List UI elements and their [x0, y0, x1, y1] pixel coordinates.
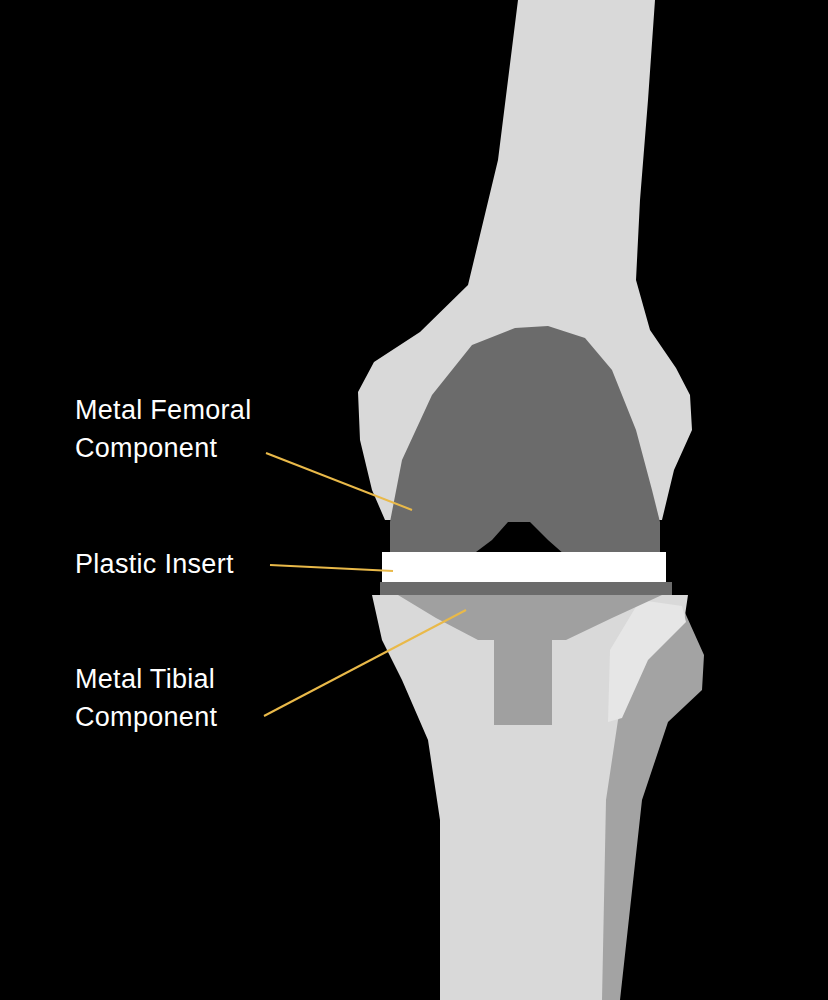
leader-line [266, 453, 412, 510]
fibula-overlap [608, 600, 686, 722]
part-label: Metal Femoral Component [75, 391, 300, 467]
part-label: Plastic Insert [75, 545, 300, 583]
leader-line [270, 565, 393, 571]
tibia-bone [372, 595, 688, 1000]
leader-line [264, 610, 466, 716]
part-label: Metal Tibial Component [75, 660, 300, 736]
tibial-plate [380, 582, 672, 595]
plastic-insert [382, 552, 666, 582]
tibial-component [398, 595, 662, 725]
femoral-component [390, 326, 660, 555]
